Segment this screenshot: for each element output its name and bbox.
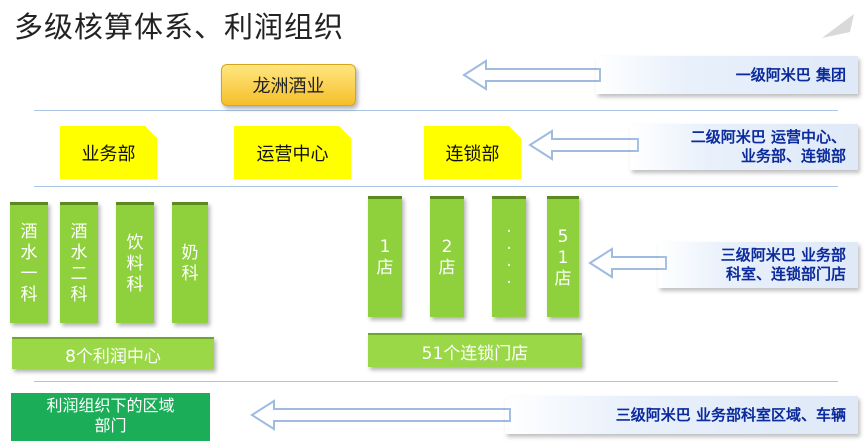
annotation-line: 业务部、连锁部 (740, 147, 846, 165)
column-char: 科 (20, 285, 38, 305)
level2-node-operations: 运营中心 (234, 126, 351, 179)
column-char: · (506, 256, 512, 276)
root-node-label: 龙洲酒业 (252, 76, 325, 97)
column-char: 料 (126, 253, 144, 274)
level2-node-label: 业务部 (81, 143, 136, 165)
column-char: · (506, 239, 512, 259)
annotation-line: 二级阿米巴 运营中心、 (690, 128, 846, 146)
column-char: 科 (181, 264, 199, 284)
divider-line (34, 110, 838, 111)
column-char: 酒 (20, 222, 38, 242)
divider-line (34, 186, 838, 187)
column-char: 水 (70, 243, 88, 263)
annotation-level3-region: 三级阿米巴 业务部科室区域、车辆 (505, 396, 858, 434)
left-arrow-icon (462, 59, 601, 91)
profit-center-label: 8个利润中心 (65, 346, 161, 367)
level2-node-chain: 连锁部 (424, 126, 521, 179)
column-char: 店 (376, 258, 394, 278)
store-column: 1 店 (368, 196, 402, 317)
column-char: · (506, 222, 512, 242)
column-char: 水 (20, 243, 38, 263)
root-node: 龙洲酒业 (221, 64, 356, 106)
annotation-line: 科室、连锁部门店 (725, 265, 846, 283)
column-char: 奶 (181, 243, 199, 263)
column-char: 店 (438, 258, 456, 278)
column-char: 店 (554, 268, 572, 289)
column-char: 1 (379, 237, 391, 257)
column-char: 酒 (70, 222, 88, 242)
page-curl-icon (822, 14, 854, 38)
divider-line (34, 381, 838, 382)
left-arrow-icon (528, 129, 639, 161)
department-column: 饮 料 科 (116, 202, 154, 323)
region-label-line: 部门 (94, 416, 127, 435)
left-arrow-icon (588, 247, 667, 279)
column-char: 科 (70, 285, 88, 305)
store-column: 5 1 店 (547, 196, 579, 317)
column-char: 二 (70, 264, 88, 284)
page-title: 多级核算体系、利润组织 (14, 10, 345, 44)
profit-center-bar: 8个利润中心 (12, 337, 214, 369)
column-char: 5 (557, 226, 569, 247)
annotation-level1: 一级阿米巴 集团 (596, 56, 858, 94)
chain-store-bar: 51个连锁门店 (368, 333, 582, 367)
column-char: 一 (20, 264, 38, 284)
department-column: 酒 水 二 科 (60, 202, 98, 323)
department-column: 奶 科 (172, 202, 208, 323)
annotation-line: 三级阿米巴 业务部科室区域、车辆 (615, 405, 846, 424)
region-department-bar: 利润组织下的区域 部门 (11, 393, 210, 441)
column-char: 饮 (126, 232, 144, 253)
region-label-line: 利润组织下的区域 (46, 396, 175, 415)
column-char: · (506, 273, 512, 293)
annotation-line: 一级阿米巴 集团 (735, 65, 846, 84)
level2-node-label: 运营中心 (256, 143, 329, 165)
department-column: 酒 水 一 科 (10, 202, 48, 323)
store-column: · · · · (492, 196, 526, 317)
annotation-level3: 三级阿米巴 业务部 科室、连锁部门店 (658, 242, 858, 288)
column-char: 2 (441, 237, 453, 257)
level2-node-label: 连锁部 (445, 143, 500, 165)
level2-node-business: 业务部 (60, 126, 157, 179)
store-column: 2 店 (430, 196, 464, 317)
column-char: 1 (557, 247, 569, 268)
annotation-line: 三级阿米巴 业务部 (720, 246, 846, 264)
annotation-level2: 二级阿米巴 运营中心、 业务部、连锁部 (630, 124, 858, 170)
chain-store-label: 51个连锁门店 (421, 343, 529, 364)
left-arrow-icon (250, 399, 511, 431)
column-char: 科 (126, 274, 144, 295)
